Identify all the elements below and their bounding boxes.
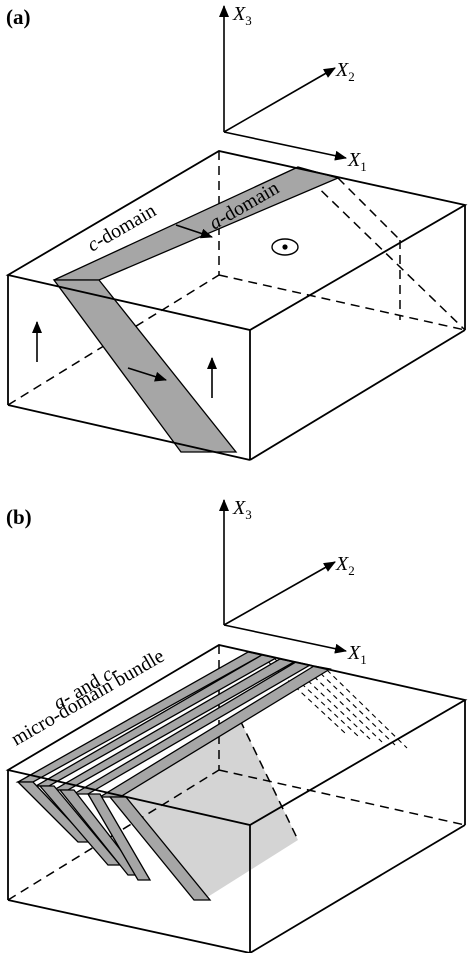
x2-axis-arrow — [223, 561, 336, 626]
bundle-label-line2: micro-domain bundle — [8, 645, 169, 750]
panel-a-label: (a) — [6, 5, 31, 29]
bundle-shaded-plane — [110, 720, 298, 898]
panel-b: (b) X3 X2 X1 — [5, 497, 468, 953]
x1-axis-label: X1 — [347, 149, 367, 174]
x2-axis-label: X2 — [335, 553, 355, 578]
panel-a-axes: X3 X2 X1 — [219, 3, 367, 174]
a-domain-arrow-front — [127, 367, 167, 382]
panel-b-block — [5, 644, 468, 953]
micro-stripe-front-4 — [86, 793, 152, 881]
panel-b-label: (b) — [6, 505, 32, 529]
x2-axis-label: X2 — [335, 59, 355, 84]
panel-b-axes: X3 X2 X1 — [219, 497, 367, 667]
a-domain-arrow-top — [175, 224, 213, 239]
x2-axis-arrow — [223, 67, 336, 133]
x3-axis-label: X3 — [232, 3, 252, 28]
a-domain-band-front — [52, 279, 238, 453]
panel-a: (a) X3 X2 X1 — [5, 3, 468, 461]
out-of-plane-circle-icon — [271, 238, 299, 256]
x3-axis-label: X3 — [232, 497, 252, 522]
x1-axis-arrow — [223, 131, 347, 161]
micro-domain-stripes-front — [16, 781, 212, 901]
panel-a-polarization-arrows — [32, 224, 299, 398]
out-of-plane-dot-icon — [282, 244, 288, 250]
micro-domain-stripes-top — [15, 651, 332, 798]
panel-a-block — [5, 150, 468, 461]
x1-axis-arrow — [223, 624, 347, 654]
micro-stripe-front-5 — [108, 796, 212, 901]
x1-axis-label: X1 — [347, 642, 367, 667]
